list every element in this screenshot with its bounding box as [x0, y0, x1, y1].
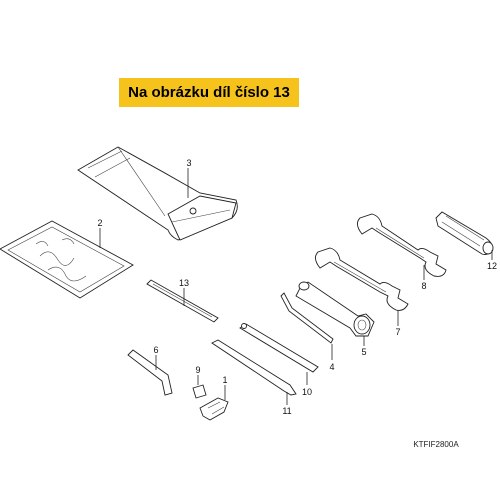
part-3-tool-bag[interactable] — [77, 146, 238, 241]
part-11-rod[interactable] — [211, 339, 297, 405]
part-5-socket-wrench[interactable] — [295, 281, 375, 346]
part-12-screwdriver-handle[interactable] — [435, 211, 494, 260]
part-6-hex-key[interactable] — [127, 349, 173, 396]
callout-11: 11 — [282, 406, 291, 416]
part-7-wrench[interactable] — [315, 247, 409, 326]
callout-6: 6 — [153, 345, 158, 355]
drawing-code: KTFIF2800A — [413, 440, 459, 449]
part-13-screwdriver[interactable] — [146, 279, 219, 323]
callout-12: 12 — [487, 261, 497, 271]
callout-3: 3 — [186, 158, 191, 168]
part-1-fuse-puller[interactable] — [199, 385, 229, 421]
callout-1: 1 — [222, 375, 227, 385]
part-9-fuse[interactable] — [192, 375, 207, 399]
part-8-wrench[interactable] — [357, 213, 447, 280]
callout-7: 7 — [395, 327, 400, 337]
callout-10: 10 — [302, 387, 312, 397]
callout-4: 4 — [329, 362, 334, 372]
callout-5: 5 — [361, 347, 366, 357]
callout-8: 8 — [421, 281, 426, 291]
callout-2: 2 — [97, 218, 102, 228]
callout-13: 13 — [179, 278, 189, 288]
part-4-tommy-bar[interactable] — [280, 292, 334, 360]
part-10-screwdriver[interactable] — [239, 323, 319, 386]
part-2-document-pouch[interactable] — [0, 220, 134, 299]
highlight-banner: Na obrázku díl číslo 13 — [119, 78, 299, 107]
callout-9: 9 — [195, 365, 200, 375]
